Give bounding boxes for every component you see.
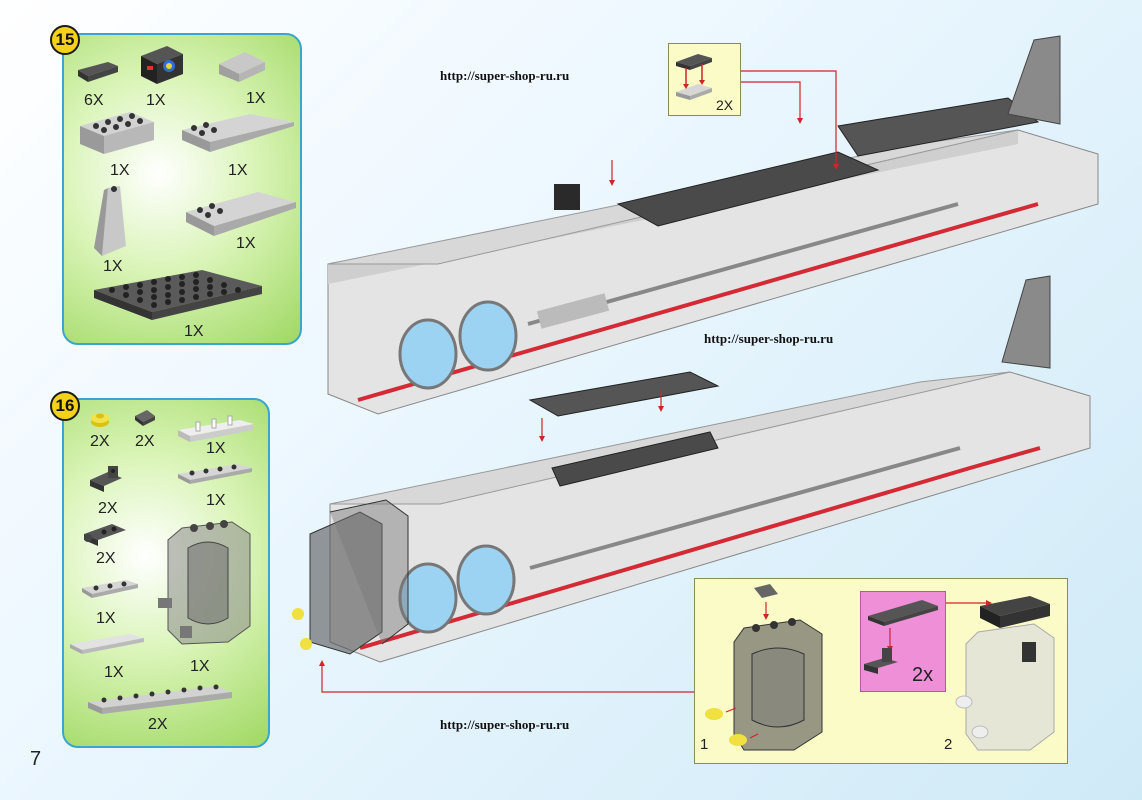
qty-label: 1X (246, 90, 266, 107)
arrow-pink-to-dome (946, 600, 992, 606)
step-15-badge: 15 (50, 25, 80, 55)
qty-label: 2X (148, 716, 168, 733)
bracket-dark-part (90, 466, 122, 492)
qty-label: 1X (96, 610, 116, 627)
slope-2x2-light-part (219, 52, 265, 82)
callout-dome-step2 (955, 596, 1055, 751)
website-url: http://super-shop-ru.ru (440, 717, 570, 732)
plate-1x3-light-part (82, 580, 138, 598)
plate-1x8-light-part (88, 684, 232, 714)
callout-substep-top (668, 43, 741, 116)
slope-tall-light-part (94, 186, 126, 256)
transparent-dome-smoke-part (158, 520, 251, 645)
page-number: 7 (30, 748, 42, 770)
pink-box-parts (864, 600, 938, 674)
substep-number-2: 2 (944, 736, 953, 753)
qty-label: 1X (104, 664, 124, 681)
substep-number-1: 1 (700, 736, 709, 753)
qty-label: 1X (146, 92, 166, 109)
wedge-angled-light-part (186, 192, 296, 236)
qty-label: 1X (184, 323, 204, 340)
plate-1x4-dark-part (78, 62, 118, 82)
plate-1x4-light-part (178, 464, 252, 484)
qty-label: 2X (96, 550, 116, 567)
qty-label: 1X (206, 440, 226, 457)
tile-1x4-light-part (70, 634, 144, 654)
plate-4x8-dark-part (94, 270, 262, 320)
qty-label: 2X (90, 433, 110, 450)
website-url: http://super-shop-ru.ru (440, 68, 570, 83)
qty-label: 2X (135, 433, 155, 450)
qty-label: 1X (190, 658, 210, 675)
control-panel-slope-part (141, 46, 183, 84)
callout-qty: 2X (716, 97, 734, 113)
qty-label: 2X (98, 500, 118, 517)
plate-clips-white-part (178, 415, 254, 442)
step-16-badge: 16 (50, 391, 80, 421)
website-url: http://super-shop-ru.ru (704, 331, 834, 346)
substep-plates-icon (676, 54, 712, 100)
qty-label: 6X (84, 92, 104, 109)
qty-label: 1X (228, 162, 248, 179)
qty-label: 1X (206, 492, 226, 509)
wedge-curved-light-part (182, 114, 294, 152)
qty-label: 1X (236, 235, 256, 252)
callout-dome-step1 (705, 584, 823, 751)
submarine-assembly-top (327, 35, 1099, 415)
hinge-plate-dark-part (84, 524, 126, 546)
round-plate-yellow-part (91, 413, 109, 427)
qty-label: 1X (110, 162, 130, 179)
pink-box-qty: 2x (912, 664, 934, 686)
brick-2x4-light-part (80, 112, 154, 154)
submarine-assembly-bottom (292, 275, 1091, 663)
slope-dark-small-part (135, 410, 155, 426)
qty-label: 1X (103, 258, 123, 275)
